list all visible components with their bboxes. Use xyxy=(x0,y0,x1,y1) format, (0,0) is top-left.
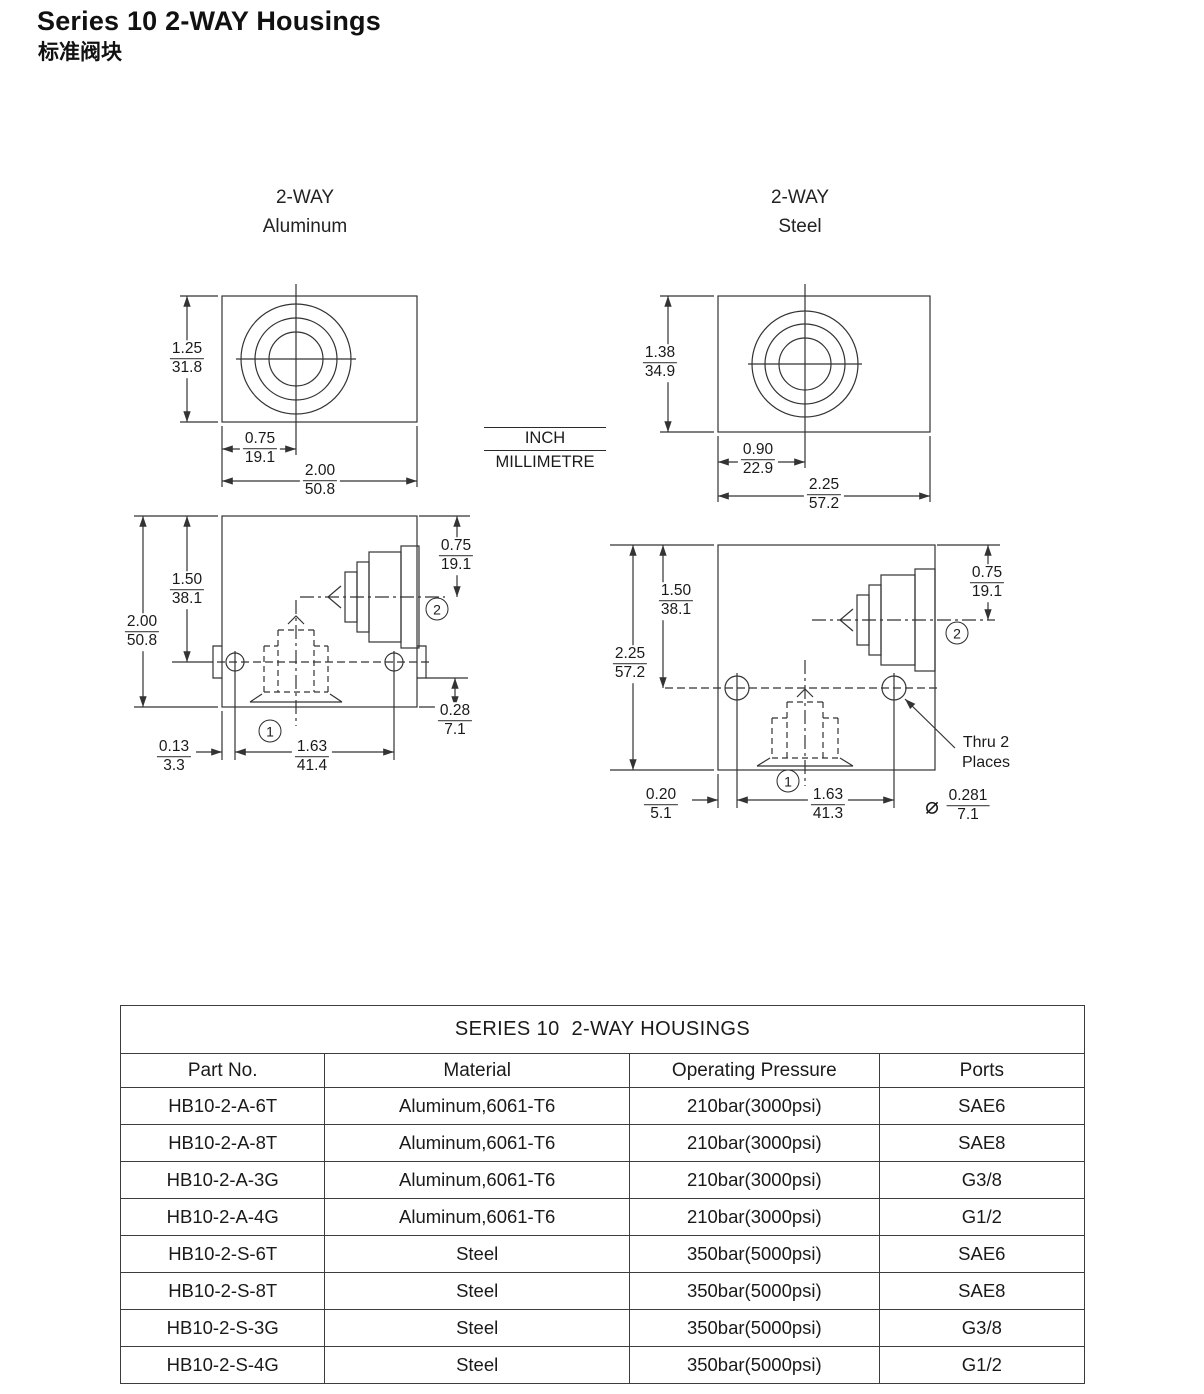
cell-part-no: HB10-2-A-8T xyxy=(119,1124,326,1162)
cell-material: Aluminum,6061-T6 xyxy=(324,1124,630,1162)
cell-ports: SAE6 xyxy=(878,1235,1086,1273)
table-row: HB10-2-S-6T Steel 350bar(5000psi) SAE6 xyxy=(119,1235,1086,1273)
cell-material: Aluminum,6061-T6 xyxy=(324,1087,630,1125)
thru-holes-note: Thru 2 Places xyxy=(961,734,1011,771)
callout-al-port-1: 1 xyxy=(258,719,282,743)
table-title-row: SERIES 10 2-WAY HOUSINGS xyxy=(120,1005,1085,1054)
table-row: HB10-2-S-4G Steel 350bar(5000psi) G1/2 xyxy=(119,1346,1086,1384)
aluminum-top-view xyxy=(180,284,418,487)
cell-ports: SAE6 xyxy=(878,1087,1086,1125)
cell-pressure: 350bar(5000psi) xyxy=(628,1346,880,1384)
callout-st-port-1: 1 xyxy=(776,769,800,793)
cell-pressure: 210bar(3000psi) xyxy=(628,1087,880,1125)
cell-material: Steel xyxy=(324,1235,630,1273)
table-title: SERIES 10 2-WAY HOUSINGS xyxy=(120,1005,1085,1054)
cell-material: Steel xyxy=(324,1346,630,1384)
technical-drawing-canvas xyxy=(134,284,1000,808)
diameter-symbol: ⌀ xyxy=(925,792,939,819)
cell-pressure: 210bar(3000psi) xyxy=(628,1161,880,1199)
table-row: HB10-2-S-8T Steel 350bar(5000psi) SAE8 xyxy=(119,1272,1086,1310)
cell-ports: G3/8 xyxy=(878,1309,1086,1347)
cell-ports: G3/8 xyxy=(878,1161,1086,1199)
aluminum-figure-caption: 2-WAY Aluminum xyxy=(262,187,348,237)
steel-top-view xyxy=(660,284,931,502)
cell-pressure: 350bar(5000psi) xyxy=(628,1309,880,1347)
table-row: HB10-2-S-3G Steel 350bar(5000psi) G3/8 xyxy=(119,1309,1086,1347)
table-header-row: Part No. Material Operating Pressure Por… xyxy=(119,1053,1086,1088)
cell-part-no: HB10-2-A-3G xyxy=(119,1161,326,1199)
cell-ports: G1/2 xyxy=(878,1198,1086,1236)
cell-material: Aluminum,6061-T6 xyxy=(324,1161,630,1199)
col-header-ports: Ports xyxy=(878,1053,1086,1088)
cell-ports: G1/2 xyxy=(878,1346,1086,1384)
cell-pressure: 210bar(3000psi) xyxy=(628,1124,880,1162)
cell-part-no: HB10-2-A-4G xyxy=(119,1198,326,1236)
cell-part-no: HB10-2-S-3G xyxy=(119,1309,326,1347)
callout-st-port-2: 2 xyxy=(945,621,969,645)
page-title: Series 10 2-WAY Housings xyxy=(37,6,381,36)
steel-figure-caption: 2-WAY Steel xyxy=(770,187,830,237)
table-row: HB10-2-A-8T Aluminum,6061-T6 210bar(3000… xyxy=(119,1124,1086,1162)
steel-cavity-hidden-lines xyxy=(771,701,839,759)
cell-material: Steel xyxy=(324,1272,630,1310)
cell-pressure: 350bar(5000psi) xyxy=(628,1235,880,1273)
page-subtitle-chinese: 标准阀块 xyxy=(38,41,122,64)
table-row: HB10-2-A-3G Aluminum,6061-T6 210bar(3000… xyxy=(119,1161,1086,1199)
table-row: HB10-2-A-4G Aluminum,6061-T6 210bar(3000… xyxy=(119,1198,1086,1236)
aluminum-cavity-hidden-lines xyxy=(263,629,329,693)
units-legend: INCH MILLIMETRE xyxy=(484,427,606,472)
units-millimetre-label: MILLIMETRE xyxy=(495,453,595,471)
col-header-material: Material xyxy=(324,1053,630,1088)
cell-part-no: HB10-2-S-4G xyxy=(119,1346,326,1384)
units-inch-label: INCH xyxy=(484,427,606,451)
cell-ports: SAE8 xyxy=(878,1272,1086,1310)
spec-table: SERIES 10 2-WAY HOUSINGS Part No. Materi… xyxy=(119,1005,1086,1384)
col-header-part-no: Part No. xyxy=(119,1053,326,1088)
cell-part-no: HB10-2-A-6T xyxy=(119,1087,326,1125)
col-header-pressure: Operating Pressure xyxy=(628,1053,880,1088)
cell-part-no: HB10-2-S-6T xyxy=(119,1235,326,1273)
aluminum-front-view xyxy=(134,515,470,760)
callout-al-port-2: 2 xyxy=(425,597,449,621)
cell-pressure: 210bar(3000psi) xyxy=(628,1198,880,1236)
cell-pressure: 350bar(5000psi) xyxy=(628,1272,880,1310)
cell-part-no: HB10-2-S-8T xyxy=(119,1272,326,1310)
cell-material: Steel xyxy=(324,1309,630,1347)
table-row: HB10-2-A-6T Aluminum,6061-T6 210bar(3000… xyxy=(119,1087,1086,1125)
cell-ports: SAE8 xyxy=(878,1124,1086,1162)
cell-material: Aluminum,6061-T6 xyxy=(324,1198,630,1236)
